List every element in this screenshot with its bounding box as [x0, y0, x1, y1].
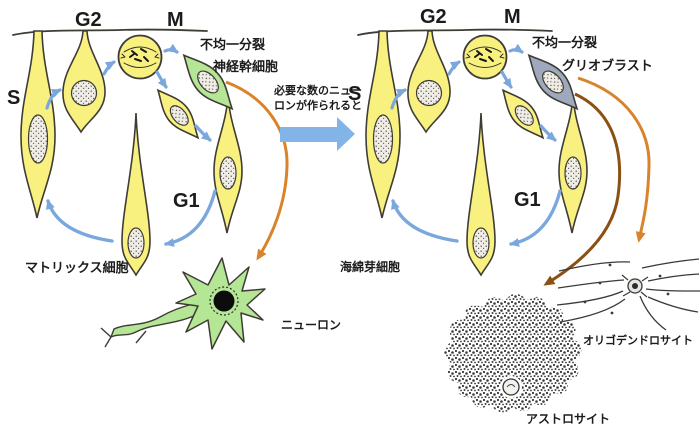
nucleus — [197, 70, 219, 94]
oligodendrocyte-processes — [621, 274, 649, 298]
left-phase-m-label: M — [167, 9, 184, 31]
myelin-fiber — [645, 288, 700, 292]
myelin-fiber — [557, 279, 625, 289]
oligodendrocyte-nucleus — [632, 283, 638, 289]
left-asymmetric-division-label: 不均一分裂 — [200, 37, 266, 52]
right-asymmetric-division-label: 不均一分裂 — [532, 35, 598, 50]
differentiation-arrow-astrocyte — [543, 92, 622, 286]
nucleus — [542, 70, 564, 94]
myelin-fiber — [558, 261, 631, 272]
right-phase-g2-label: G2 — [420, 6, 447, 28]
astrocyte-illustration — [444, 293, 582, 413]
differentiation-arrow-oligodendrocyte — [577, 76, 651, 243]
neuron-label: ニューロン — [281, 318, 341, 332]
neuron-illustration — [100, 257, 266, 350]
neural-stem-cell-label: 神経幹細胞 — [213, 59, 278, 74]
neural-stem-cell — [182, 53, 234, 111]
astrocyte-label: アストロサイト — [526, 412, 610, 426]
neuron-axon — [109, 301, 203, 339]
neuron-nucleus-ring — [209, 286, 239, 316]
right-phase-m-label: M — [504, 6, 521, 28]
astrocyte-body — [444, 293, 582, 413]
myelin-fiber — [559, 298, 626, 323]
myelin-fiber — [556, 290, 624, 306]
spongioblast-label: 海綿芽細胞 — [340, 259, 400, 274]
oligodendrocyte-label: オリゴデンドロサイト — [583, 333, 693, 347]
left-phase-g2-label: G2 — [75, 9, 102, 31]
right-phase-g1-label: G1 — [514, 189, 541, 211]
myelin-fiber — [647, 296, 699, 313]
transition-caption-line1: 必要な数のニュー — [273, 83, 362, 97]
transition-arrow — [280, 117, 355, 151]
astrocyte-nucleolus — [506, 384, 516, 388]
left-phase-s-label: S — [7, 87, 20, 109]
left-phase-g1-label: G1 — [173, 190, 200, 212]
astrocyte-soma — [502, 378, 520, 396]
neuron-axon-branches — [100, 327, 147, 348]
transition-caption-line2: ロンが作られると — [274, 98, 362, 112]
myelin-fiber — [647, 273, 700, 282]
glioblast-label: グリオブラスト — [562, 58, 653, 73]
oligodendrocyte-illustration — [556, 258, 700, 331]
matrix-cell-label: マトリックス細胞 — [25, 260, 129, 275]
glioblast-cell — [527, 53, 579, 111]
myelin-fiber — [641, 258, 700, 269]
myelin-nodes — [583, 263, 670, 315]
myelin-fiber — [639, 295, 667, 331]
right-phase-s-label: S — [348, 83, 361, 105]
neuron-nucleus — [213, 290, 235, 312]
differentiation-arrow-neuron — [225, 80, 289, 261]
